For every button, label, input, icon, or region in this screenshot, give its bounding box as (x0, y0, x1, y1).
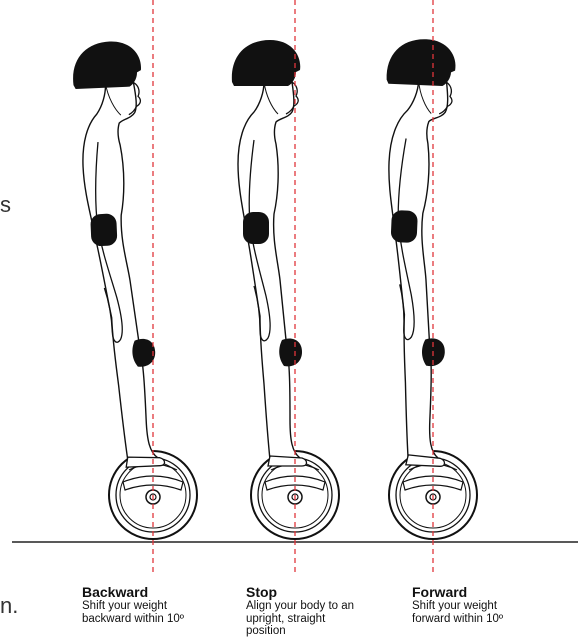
rider-body (370, 38, 463, 467)
caption-stop: Stop Align your body to an upright, stra… (246, 584, 396, 638)
figure-forward (370, 0, 477, 575)
knee-pad-icon (279, 339, 302, 367)
knee-pad-icon (132, 338, 156, 367)
caption-backward: Backward Shift your weight backward with… (82, 584, 232, 625)
caption-description: Shift your weight forward within 10º (412, 600, 534, 625)
caption-forward: Forward Shift your weight forward within… (412, 584, 562, 625)
figure-stop (232, 0, 339, 575)
caption-title: Forward (412, 584, 562, 600)
caption-title: Backward (82, 584, 232, 600)
rider-body (71, 40, 164, 469)
caption-description: Align your body to an upright, straight … (246, 600, 366, 638)
helmet-icon (232, 40, 300, 86)
elbow-pad-icon (391, 210, 418, 243)
caption-title: Stop (246, 584, 396, 600)
elbow-pad-icon (90, 213, 117, 246)
helmet-icon (386, 38, 456, 87)
caption-description: Shift your weight backward within 10º (82, 600, 208, 625)
figure-backward (71, 0, 197, 575)
elbow-pad-icon (243, 212, 269, 244)
helmet-icon (71, 40, 141, 89)
